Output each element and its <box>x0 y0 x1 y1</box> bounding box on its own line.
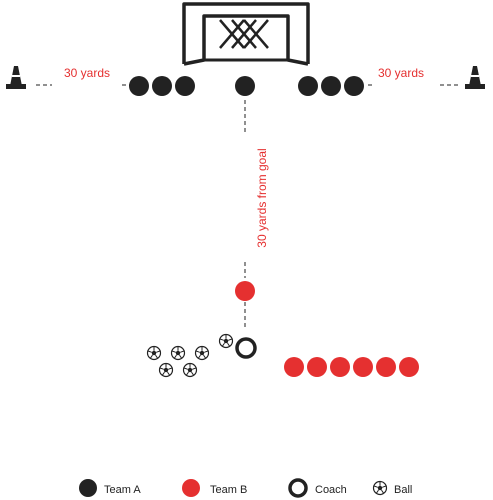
ball-icon <box>170 345 186 361</box>
legend-coach-icon <box>288 478 308 498</box>
team-a-player <box>321 76 341 96</box>
left-distance-label: 30 yards <box>64 66 110 80</box>
ball-icon <box>146 345 162 361</box>
legend-team-a-label: Team A <box>104 484 141 496</box>
team-b-player <box>307 357 327 377</box>
ball-icon <box>218 333 234 349</box>
cone-icon <box>465 66 485 89</box>
team-a-player <box>344 76 364 96</box>
goal-icon <box>182 2 310 66</box>
team-a-player <box>152 76 172 96</box>
legend: Team A Team B Coach Ball <box>79 478 412 498</box>
team-b-player <box>235 281 255 301</box>
team-b-player <box>353 357 373 377</box>
legend-team-a-swatch <box>79 479 97 497</box>
team-b-player <box>376 357 396 377</box>
team-a-player <box>175 76 195 96</box>
ball-icon <box>182 362 198 378</box>
center-distance-label: 30 yards from goal <box>255 148 269 247</box>
legend-ball-label: Ball <box>394 484 412 496</box>
team-a-players <box>129 76 364 96</box>
coach-ring-icon <box>235 337 257 359</box>
team-b-player <box>399 357 419 377</box>
balls <box>146 333 234 378</box>
team-a-player <box>298 76 318 96</box>
ball-icon <box>194 345 210 361</box>
legend-coach-label: Coach <box>315 484 347 496</box>
team-b-player <box>330 357 350 377</box>
ball-icon <box>158 362 174 378</box>
legend-team-b-swatch <box>182 479 200 497</box>
cone-icon <box>6 66 26 89</box>
team-a-player <box>129 76 149 96</box>
legend-ball-icon <box>372 480 388 496</box>
right-distance-label: 30 yards <box>378 66 424 80</box>
team-a-player <box>235 76 255 96</box>
team-b-player <box>284 357 304 377</box>
legend-team-b-label: Team B <box>210 484 247 496</box>
team-b-players <box>235 281 419 377</box>
distance-lines <box>36 84 458 330</box>
